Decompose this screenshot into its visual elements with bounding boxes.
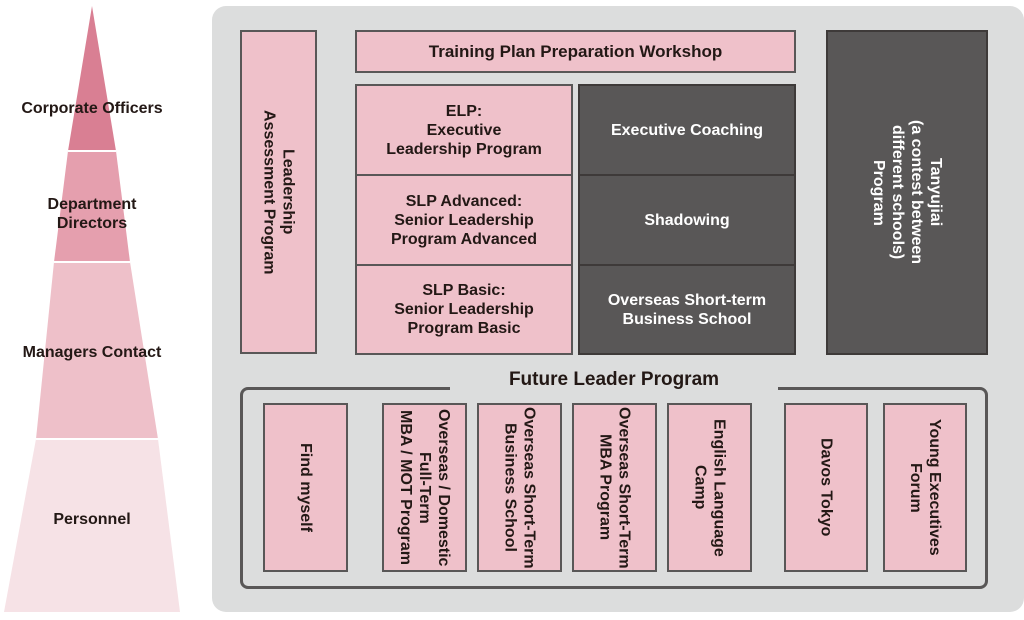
tier-label-department-directors: Department Directors [47, 196, 137, 232]
future-leader-program-title: Future Leader Program [450, 367, 778, 393]
elp-box: ELP: Executive Leadership Program [355, 84, 573, 176]
slp-basic-box: SLP Basic: Senior Leadership Program Bas… [355, 264, 573, 355]
shadowing-box: Shadowing [578, 174, 796, 266]
tier-label-managers: Managers Contact [22, 344, 162, 361]
english-language-camp-box: English Language Camp [667, 403, 752, 572]
tier-label-corporate-officers: Corporate Officers [21, 100, 163, 117]
pyramid-tier-managers [36, 262, 158, 439]
pyramid-tier-corporate-officers [68, 6, 116, 151]
full-term-mba-mot-box: Overseas / Domestic Full-Term MBA / MOT … [382, 403, 467, 572]
overseas-business-school-box: Overseas Short-term Business School [578, 264, 796, 355]
leadership-assessment-program-box: Leadership Assessment Program [240, 30, 317, 354]
davos-tokyo-box: Davos Tokyo [784, 403, 868, 572]
executive-coaching-box: Executive Coaching [578, 84, 796, 176]
training-plan-workshop-box: Training Plan Preparation Workshop [355, 30, 796, 73]
find-myself-box: Find myself [263, 403, 348, 572]
tier-label-personnel: Personnel [53, 511, 131, 528]
young-executives-forum-box: Young Executives Forum [883, 403, 967, 572]
short-term-mba-box: Overseas Short-Term MBA Program [572, 403, 657, 572]
pyramid-tier-department-directors [54, 151, 130, 262]
slp-advanced-box: SLP Advanced: Senior Leadership Program … [355, 174, 573, 266]
hierarchy-pyramid [4, 6, 180, 612]
tanyujiai-program-box: Tanyujiai (a contest between different s… [826, 30, 988, 355]
short-term-business-school-box: Overseas Short-Term Business School [477, 403, 562, 572]
pyramid-tier-personnel [4, 439, 180, 612]
